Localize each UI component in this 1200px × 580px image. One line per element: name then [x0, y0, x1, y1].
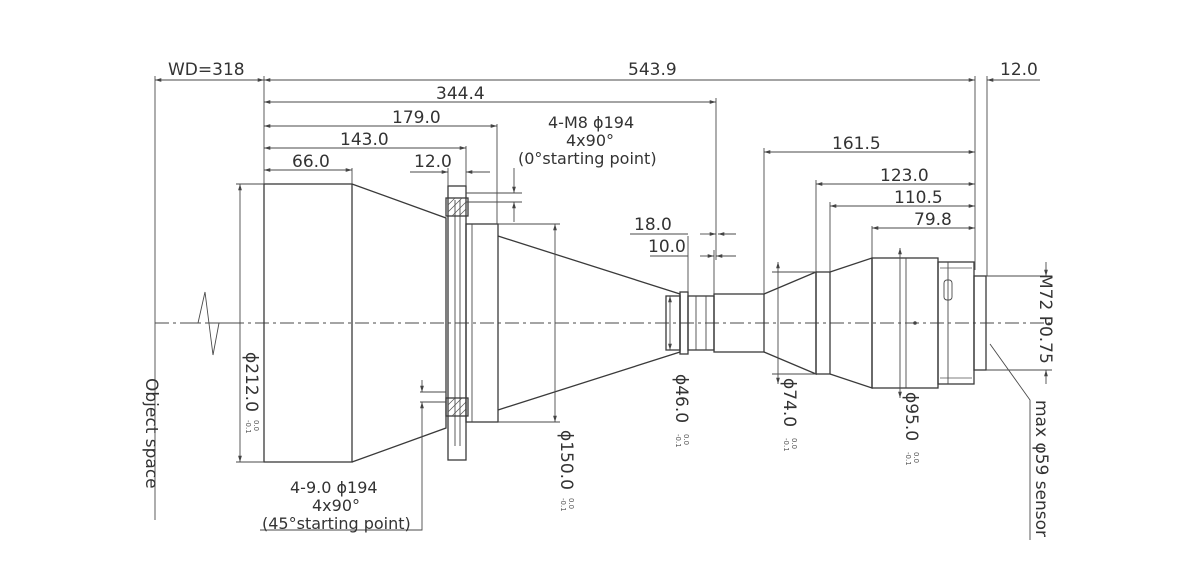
- break-symbol: [186, 291, 232, 356]
- holes-bottom-line3: (45°starting point): [262, 514, 411, 533]
- flange-hatch-top: [447, 197, 467, 217]
- holes-bottom-line1: 4-9.0 ϕ194: [290, 478, 378, 497]
- holes-top-line3: (0°starting point): [518, 149, 657, 168]
- front-cone: [351, 183, 447, 463]
- tol-46-upper: 0.0: [682, 434, 690, 445]
- tol-46-lower: -0.1: [674, 434, 682, 448]
- tol-74-upper: 0.0: [790, 438, 798, 449]
- dim-10: 10.0: [648, 237, 686, 257]
- tol-212-upper: 0.0: [252, 420, 260, 431]
- collar: [465, 223, 499, 423]
- tol-95-upper: 0.0: [912, 452, 920, 463]
- mount-thread: [973, 275, 987, 371]
- tol-150-lower: -0.1: [559, 498, 567, 512]
- dim-344: 344.4: [436, 84, 485, 104]
- wd-label: WD=318: [168, 60, 245, 80]
- object-space-label: Object space: [141, 378, 161, 489]
- sensor-label: max φ59 sensor: [1031, 400, 1051, 537]
- dim-66: 66.0: [292, 152, 330, 172]
- dim-79: 79.8: [914, 210, 952, 230]
- dim-12: 12.0: [414, 152, 452, 172]
- diameter-150: ϕ150.0: [556, 430, 576, 490]
- diameter-74: ϕ74.0: [779, 378, 799, 427]
- tol-150-upper: 0.0: [567, 498, 575, 509]
- sensor-leader: [989, 343, 1031, 540]
- thread-label: M72 P0.75: [1035, 274, 1055, 364]
- flange-hatch-bottom: [447, 397, 467, 417]
- middle-tube: [713, 293, 765, 353]
- front-barrel: [263, 183, 353, 463]
- holes-top-line2: 4x90°: [566, 131, 614, 150]
- dim-123: 123.0: [880, 166, 929, 186]
- diameter-46: ϕ46.0: [671, 374, 691, 423]
- diameter-95: ϕ95.0: [901, 392, 921, 441]
- tol-74-lower: -0.1: [782, 438, 790, 452]
- holes-bottom-line2: 4x90°: [312, 496, 360, 515]
- tol-212-lower: -0.1: [244, 420, 252, 434]
- holes-top-line1: 4-M8 ϕ194: [548, 113, 634, 132]
- dim-161: 161.5: [832, 134, 881, 154]
- dim-143: 143.0: [340, 130, 389, 150]
- diameter-212: ϕ212.0: [241, 352, 261, 412]
- tol-95-lower: -0.1: [904, 452, 912, 466]
- total-length-label: 543.9: [628, 60, 677, 80]
- dim-18: 18.0: [634, 215, 672, 235]
- dim-179: 179.0: [392, 108, 441, 128]
- dim-110: 110.5: [894, 188, 943, 208]
- rear-length-label: 12.0: [1000, 60, 1038, 80]
